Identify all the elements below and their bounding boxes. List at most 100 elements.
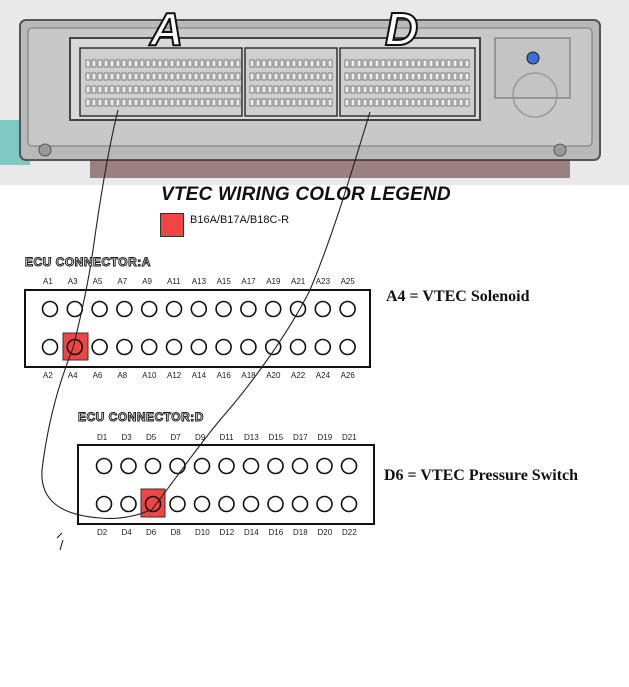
ecu-socket-pin [217,72,223,81]
connector-d-pin-label-d22: D22 [342,528,357,537]
ecu-socket-pin [115,59,121,68]
ecu-socket-pin [85,59,91,68]
ecu-socket-pin [452,72,458,81]
connector-d-pin-d2 [95,495,113,513]
ecu-socket-pin [416,85,422,94]
connector-a-pin-a17 [240,300,257,318]
ecu-socket-pin [458,98,464,107]
ecu-socket-pin [392,72,398,81]
ecu-socket-pin [175,59,181,68]
ecu-socket-pin [157,98,163,107]
connector-d-pin-label-d18: D18 [293,528,308,537]
ecu-socket-pin [458,59,464,68]
ecu-socket-pin [398,59,404,68]
connector-a-pin-a15 [215,300,232,318]
ecu-socket-pin [386,59,392,68]
ecu-socket-pin [181,85,187,94]
ecu-socket-pin [235,72,241,81]
connector-a-pin-a22 [289,338,307,356]
ecu-socket-pin [452,98,458,107]
ecu-socket-pin [91,59,97,68]
ecu-socket-pin [163,98,169,107]
connector-a-pin-label-a5: A5 [92,277,103,286]
ecu-socket-pin [187,85,193,94]
ecu-socket-pin [434,59,440,68]
ecu-socket-pin [229,72,235,81]
ecu-socket-pin [392,98,398,107]
ecu-socket-pin [344,72,350,81]
ecu-socket-pin [344,85,350,94]
ecu-socket-pin [303,85,309,94]
ecu-socket-pin [404,98,410,107]
ecu-socket-pin [356,85,362,94]
connector-a-pin-label-a15: A15 [216,277,231,286]
connector-a-pin-label-a19: A19 [266,277,281,286]
ecu-socket-pin [446,85,452,94]
ecu-socket-pin [211,98,217,107]
ecu-socket-pin [303,72,309,81]
ecu-socket-pin [139,72,145,81]
ecu-socket-pin [404,85,410,94]
ecu-socket-pin [440,72,446,81]
connector-a-pin-a13 [190,300,208,318]
connector-d-pin-d14 [242,495,260,513]
hand-drawn-wires [41,109,371,551]
connector-d-title: ECU CONNECTOR:D [78,410,204,425]
ecu-socket-pin [217,85,223,94]
ecu-socket-pin [327,85,333,94]
connector-a-pin-a2 [41,338,59,356]
ecu-socket-pin [187,59,193,68]
ecu-socket-pin [464,72,470,81]
connector-d-pin-label-d12: D12 [219,528,235,537]
connector-a-block [24,289,371,368]
connector-a-pin-a16 [215,338,232,356]
ecu-socket-pin [309,59,315,68]
ecu-socket-pin [91,85,97,94]
connector-a-pin-a1 [41,300,59,318]
connector-d-pin-label-d10: D10 [195,528,210,537]
ecu-socket-pin [392,85,398,94]
ecu-socket-pin [362,72,368,81]
ecu-socket-pin [458,85,464,94]
ecu-socket-pin [169,98,175,107]
connector-a-pin-label-a9: A9 [142,277,152,286]
connector-d-pin-label-d7: D7 [170,433,181,442]
connector-a-pin-label-a1: A1 [43,277,53,286]
ecu-socket-pin [85,85,91,94]
ecu-socket-pin [291,98,297,107]
ecu-socket-pin [97,85,103,94]
connector-d-pin-label-d13: D13 [244,433,259,442]
ecu-socket-pin [344,98,350,107]
ecu-socket-pin [249,98,255,107]
ecu-socket-pin [267,72,273,81]
connector-d-pin-d16 [267,495,284,513]
connector-a-pin-a9 [140,300,158,318]
ecu-socket-pin [386,72,392,81]
ecu-socket-pin [211,59,217,68]
ecu-socket-pin [458,72,464,81]
ecu-socket-pin [428,59,434,68]
ecu-socket-pin [380,59,386,68]
ecu-socket-pin [350,72,356,81]
ecu-socket-pin [211,85,217,94]
ecu-socket-pin [255,72,261,81]
ecu-socket-pin [464,59,470,68]
ecu-socket-pin [145,72,151,81]
connector-d-pin-label-d3: D3 [121,433,132,442]
ecu-socket-pin [279,72,285,81]
connector-a-pin-label-a26: A26 [340,371,355,380]
ecu-socket-pin [446,59,452,68]
ecu-socket-pin [309,98,315,107]
connector-d-pin-d17 [291,457,309,475]
connector-a-pin-a8 [116,338,133,356]
ecu-socket-pin [440,98,446,107]
ecu-socket-pin [223,72,229,81]
connector-a-pin-label-a12: A12 [167,371,182,380]
ecu-socket-pin [452,85,458,94]
ecu-socket-pin [91,72,97,81]
ecu-socket-pin [109,85,115,94]
ecu-socket-pin [434,98,440,107]
connector-d-pin-d12 [218,495,235,513]
ecu-socket-pin [187,98,193,107]
connector-d-pin-label-d4: D4 [121,528,132,537]
